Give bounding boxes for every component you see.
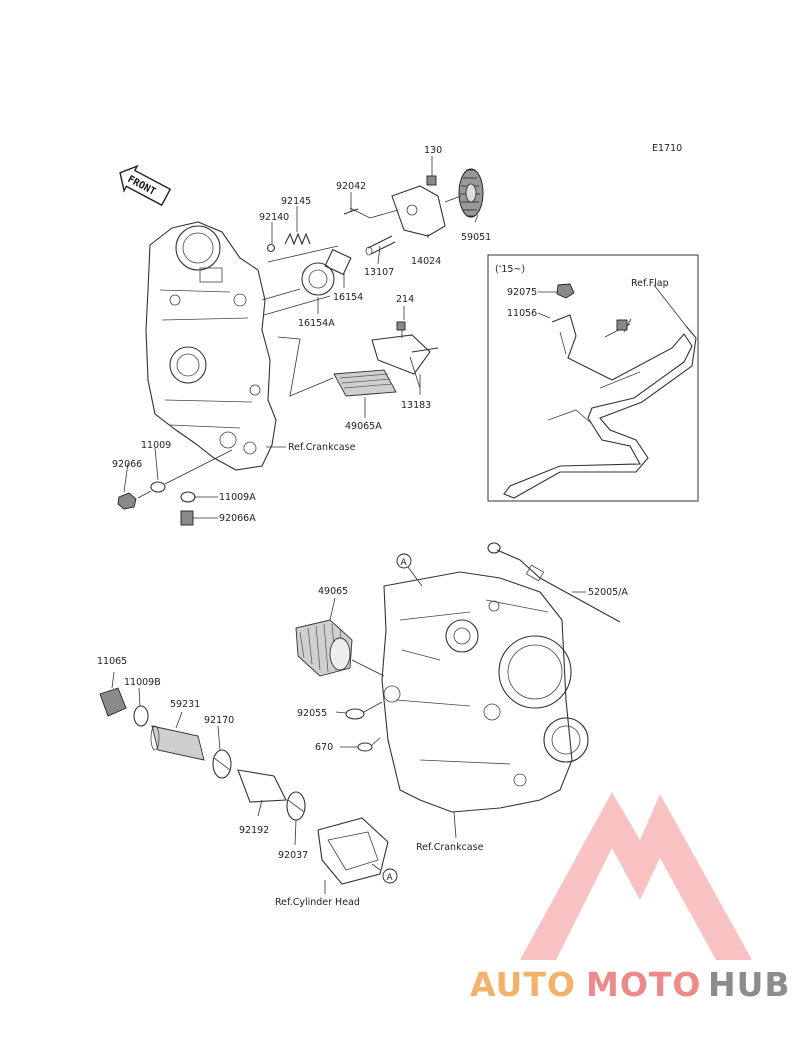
part-label-11065: 11065 bbox=[97, 656, 127, 667]
watermark-hub: HUB bbox=[708, 965, 791, 1004]
part-label-670: 670 bbox=[315, 742, 333, 753]
part-label-92037: 92037 bbox=[278, 850, 308, 861]
part-label-16154A: 16154A bbox=[298, 318, 335, 329]
part-label-49065A: 49065A bbox=[345, 421, 382, 432]
front-arrow-icon: FRONT bbox=[119, 164, 172, 207]
part-label-59231: 59231 bbox=[170, 699, 200, 710]
crankcase-part bbox=[381, 542, 621, 813]
part-label-92055: 92055 bbox=[297, 708, 327, 719]
part-label-11056: 11056 bbox=[507, 308, 537, 319]
marker-a-top-label: A bbox=[401, 558, 408, 568]
part-label-92192: 92192 bbox=[239, 825, 269, 836]
part-label-11009A: 11009A bbox=[219, 492, 256, 503]
inset-box: ('15~) bbox=[487, 254, 699, 502]
part-label-130: 130 bbox=[424, 145, 442, 156]
ref-flap: Ref.Flap bbox=[631, 278, 669, 289]
ref-crankcase-bottom: Ref.Crankcase bbox=[416, 842, 484, 853]
part-label-16154: 16154 bbox=[333, 292, 363, 303]
part-label-59051: 59051 bbox=[461, 232, 491, 243]
leader-lines-upper bbox=[123, 156, 479, 519]
part-label-92066A: 92066A bbox=[219, 513, 256, 524]
marker-a-top: A bbox=[396, 553, 423, 587]
watermark-moto: MOTO bbox=[586, 965, 701, 1004]
ref-crankcase-top: Ref.Crankcase bbox=[288, 442, 356, 453]
part-label-92042: 92042 bbox=[336, 181, 366, 192]
watermark-text: AUTO MOTO HUB bbox=[470, 965, 791, 1004]
part-label-13107: 13107 bbox=[364, 267, 394, 278]
oil-filter-part bbox=[295, 619, 385, 677]
gear-icon bbox=[458, 168, 484, 218]
ref-cylinder-head: Ref.Cylinder Head bbox=[275, 897, 360, 908]
part-label-11009B: 11009B bbox=[124, 677, 161, 688]
part-label-92066: 92066 bbox=[112, 459, 142, 470]
diagram-code: E1710 bbox=[652, 143, 682, 154]
part-label-92140: 92140 bbox=[259, 212, 289, 223]
marker-a-bottom: A bbox=[371, 863, 398, 884]
hose-parts bbox=[99, 671, 389, 885]
part-label-52005A: 52005/A bbox=[588, 587, 628, 598]
leader-lines-lower bbox=[324, 591, 586, 894]
o-ring-parts bbox=[335, 701, 383, 752]
part-label-214: 214 bbox=[396, 294, 414, 305]
crankcase-cover-part bbox=[145, 221, 277, 471]
part-label-92075: 92075 bbox=[507, 287, 537, 298]
part-label-49065: 49065 bbox=[318, 586, 348, 597]
part-label-92170: 92170 bbox=[204, 715, 234, 726]
part-label-92145: 92145 bbox=[281, 196, 311, 207]
marker-a-bottom-label: A bbox=[387, 873, 394, 883]
assembly-lines-upper bbox=[261, 195, 462, 397]
oil-pump-parts bbox=[266, 168, 484, 397]
watermark-logo-icon bbox=[520, 792, 752, 960]
drain-plug-parts bbox=[117, 449, 233, 526]
watermark-auto: AUTO bbox=[470, 965, 576, 1004]
part-label-11009: 11009 bbox=[141, 440, 171, 451]
inset-year: ('15~) bbox=[495, 264, 525, 275]
part-label-14024: 14024 bbox=[411, 256, 441, 267]
part-label-13183: 13183 bbox=[401, 400, 431, 411]
